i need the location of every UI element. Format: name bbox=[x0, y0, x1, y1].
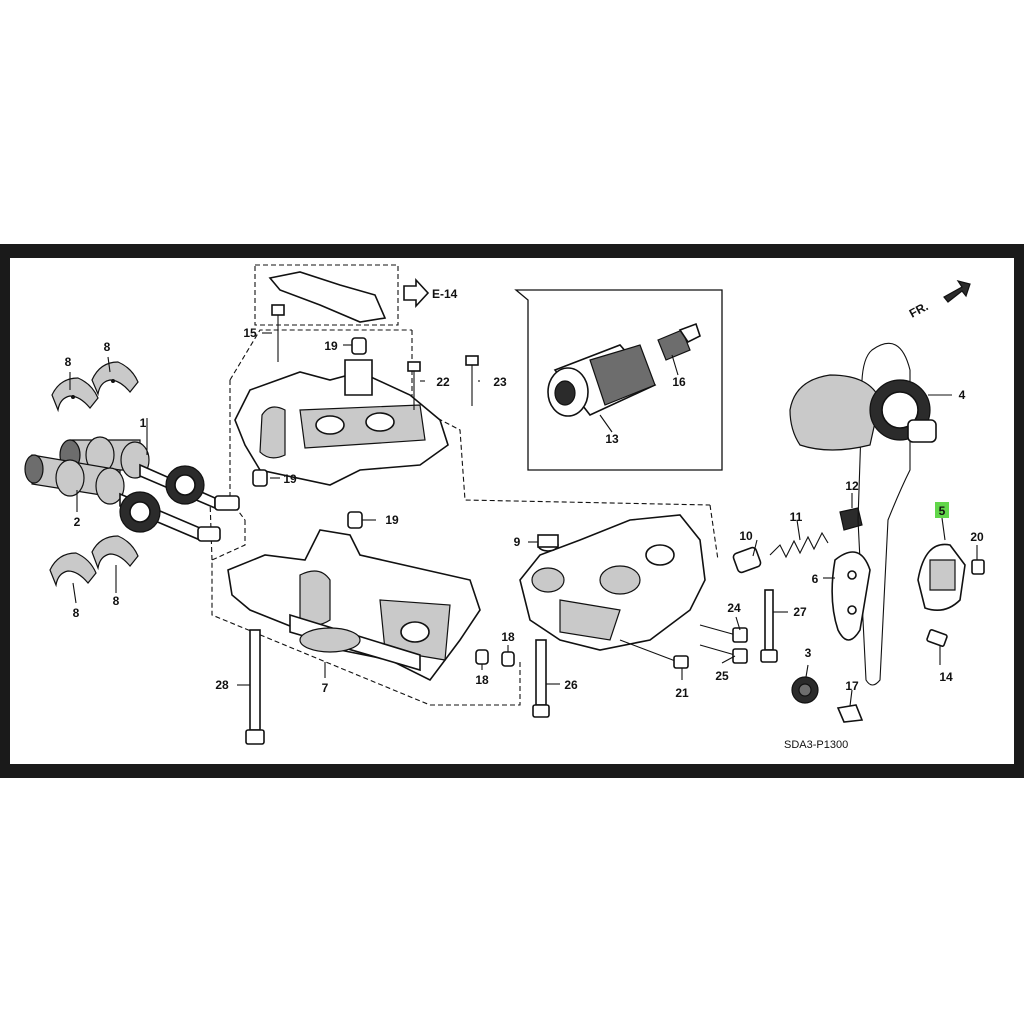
callout-21: 21 bbox=[675, 686, 689, 700]
callout-19-lower: 19 bbox=[385, 513, 399, 527]
oil-filter-13[interactable] bbox=[547, 344, 657, 417]
callout-5-highlight bbox=[935, 502, 949, 518]
callout-19-top: 19 bbox=[324, 339, 338, 353]
callout-8-bottom-right: 8 bbox=[113, 594, 120, 608]
leader-lines bbox=[69, 332, 978, 707]
bearing-cap-top-left[interactable] bbox=[51, 377, 99, 413]
callout-9: 9 bbox=[514, 535, 521, 549]
callout-24: 24 bbox=[727, 601, 741, 615]
callout-10: 10 bbox=[739, 529, 753, 543]
callout-3: 3 bbox=[805, 646, 812, 660]
section-ref-label: E-14 bbox=[432, 287, 458, 301]
callout-22: 22 bbox=[436, 375, 450, 389]
callout-17: 17 bbox=[845, 679, 859, 693]
oil-filter-fitting-16[interactable] bbox=[657, 322, 701, 361]
chain-tensioner-5[interactable] bbox=[917, 543, 966, 611]
callout-labels: 1 2 3 4 5 6 7 8 8 8 8 9 10 11 12 13 14 1… bbox=[65, 326, 984, 700]
callout-23: 23 bbox=[493, 375, 507, 389]
relief-valve-10[interactable] bbox=[732, 546, 762, 574]
callout-16: 16 bbox=[672, 375, 686, 389]
bolt-21[interactable] bbox=[619, 639, 689, 669]
bearing-cap-top-right[interactable] bbox=[91, 361, 139, 397]
callout-18-lower: 18 bbox=[475, 673, 489, 687]
callout-26: 26 bbox=[564, 678, 578, 692]
dowel-18-right[interactable] bbox=[501, 651, 515, 667]
plug-12[interactable] bbox=[839, 507, 863, 531]
callout-14: 14 bbox=[939, 670, 953, 684]
oil-pump-body[interactable] bbox=[519, 514, 706, 651]
balancer-shaft-2[interactable] bbox=[24, 454, 221, 542]
callout-12: 12 bbox=[845, 479, 859, 493]
dowel-19-top[interactable] bbox=[351, 337, 367, 355]
bolt-15[interactable] bbox=[271, 304, 285, 362]
section-ref-arrow-icon[interactable]: E-14 bbox=[403, 277, 458, 309]
oil-filter-box bbox=[514, 289, 723, 471]
callout-1: 1 bbox=[140, 416, 147, 430]
bolt-23[interactable] bbox=[465, 355, 479, 406]
dowel-18-left[interactable] bbox=[475, 649, 489, 665]
callout-4: 4 bbox=[959, 388, 966, 402]
bolt-26[interactable] bbox=[532, 639, 550, 718]
bolt-22[interactable] bbox=[407, 361, 421, 410]
callout-25: 25 bbox=[715, 669, 729, 683]
direction-label: FR. bbox=[907, 299, 931, 320]
gear-3[interactable] bbox=[791, 676, 819, 704]
balancer-housing-lower[interactable] bbox=[227, 529, 481, 682]
bolt-25[interactable] bbox=[699, 644, 748, 664]
callout-5: 5 bbox=[939, 504, 946, 518]
callout-11: 11 bbox=[790, 510, 803, 524]
callout-27: 27 bbox=[793, 605, 807, 619]
bearing-cap-bottom-right[interactable] bbox=[91, 535, 139, 571]
callout-28: 28 bbox=[215, 678, 229, 692]
upper-cover-outline bbox=[254, 264, 399, 326]
bolt-20[interactable] bbox=[971, 559, 985, 575]
callout-18-upper: 18 bbox=[501, 630, 515, 644]
dowel-19-middle[interactable] bbox=[252, 469, 268, 487]
callout-7: 7 bbox=[322, 681, 329, 695]
chain-guide-6[interactable] bbox=[831, 551, 871, 641]
balancer-sprocket-4[interactable] bbox=[789, 374, 937, 451]
cap-9[interactable] bbox=[537, 534, 559, 552]
spring-11[interactable] bbox=[769, 531, 829, 559]
callout-13: 13 bbox=[605, 432, 619, 446]
front-direction-indicator: FR. bbox=[907, 280, 971, 321]
bolt-14[interactable] bbox=[926, 629, 948, 647]
dowel-19-lower[interactable] bbox=[347, 511, 363, 529]
callout-20: 20 bbox=[970, 530, 984, 544]
callout-15: 15 bbox=[243, 326, 257, 340]
balancer-housing-upper[interactable] bbox=[234, 359, 449, 486]
callout-8-top-left: 8 bbox=[65, 355, 72, 369]
callout-8-top-right: 8 bbox=[104, 340, 111, 354]
callout-6: 6 bbox=[812, 572, 819, 586]
bolt-24[interactable] bbox=[699, 624, 748, 643]
bearing-cap-bottom-left[interactable] bbox=[49, 552, 97, 588]
bolt-27[interactable] bbox=[760, 589, 778, 663]
bolt-17[interactable] bbox=[836, 704, 864, 723]
callout-8-bottom-left: 8 bbox=[73, 606, 80, 620]
diagram-ref-code: SDA3-P1300 bbox=[784, 739, 848, 751]
callout-19-middle: 19 bbox=[283, 472, 297, 486]
assembly-dashed-lines bbox=[209, 329, 719, 706]
callout-2: 2 bbox=[74, 515, 81, 529]
bolt-28[interactable] bbox=[245, 629, 265, 745]
